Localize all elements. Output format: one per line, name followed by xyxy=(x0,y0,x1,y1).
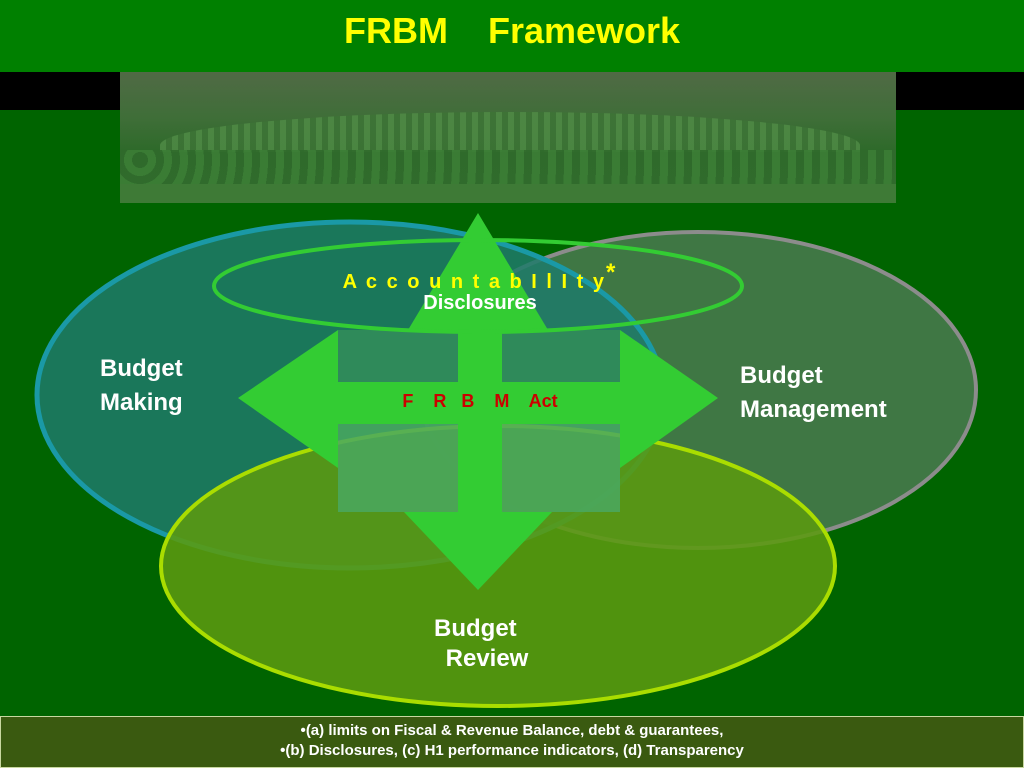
asterisk-mark: * xyxy=(605,259,618,286)
photo-lawn xyxy=(120,184,896,203)
footer-line-2: •(b) Disclosures, (c) H1 performance ind… xyxy=(1,741,1023,761)
accountability-oval xyxy=(212,238,744,334)
budget-making-line-2: Making xyxy=(100,389,183,416)
inner-square-bottom-left xyxy=(338,424,458,512)
title-bar xyxy=(0,0,1024,72)
budget-management-label: Budget Management xyxy=(740,359,887,427)
accountability-label: A c c o u n t a b I l I t y* xyxy=(342,259,618,293)
bullet-icon: • xyxy=(280,742,286,759)
disclosures-label: Disclosures xyxy=(423,292,537,314)
budget-review-label: Budget Review xyxy=(410,614,550,674)
four-way-arrow xyxy=(238,213,718,590)
parliament-photo xyxy=(120,72,896,203)
footer-line-1: •(a) limits on Fiscal & Revenue Balance,… xyxy=(1,721,1023,741)
inner-square-top-right xyxy=(502,330,620,382)
slide-title: FRBM Framework xyxy=(343,10,681,51)
budget-review-line-2: Review xyxy=(445,645,529,672)
inner-square-top-left xyxy=(338,330,458,382)
footer-line-1-text: (a) limits on Fiscal & Revenue Balance, … xyxy=(305,722,724,739)
budget-making-label: Budget Making xyxy=(100,352,183,420)
footer-line-2-text: (b) Disclosures, (c) H1 performance indi… xyxy=(285,742,744,759)
budget-making-line-1: Budget xyxy=(100,355,183,382)
budget-management-line-2: Management xyxy=(740,396,887,423)
budget-review-line-1: Budget xyxy=(434,615,517,642)
inner-square-bottom-right xyxy=(502,424,620,512)
footer-notes: •(a) limits on Fiscal & Revenue Balance,… xyxy=(0,716,1024,768)
frbm-act-label: F R B M Act xyxy=(402,391,558,411)
budget-management-line-1: Budget xyxy=(740,362,823,389)
bullet-icon: • xyxy=(300,722,306,739)
